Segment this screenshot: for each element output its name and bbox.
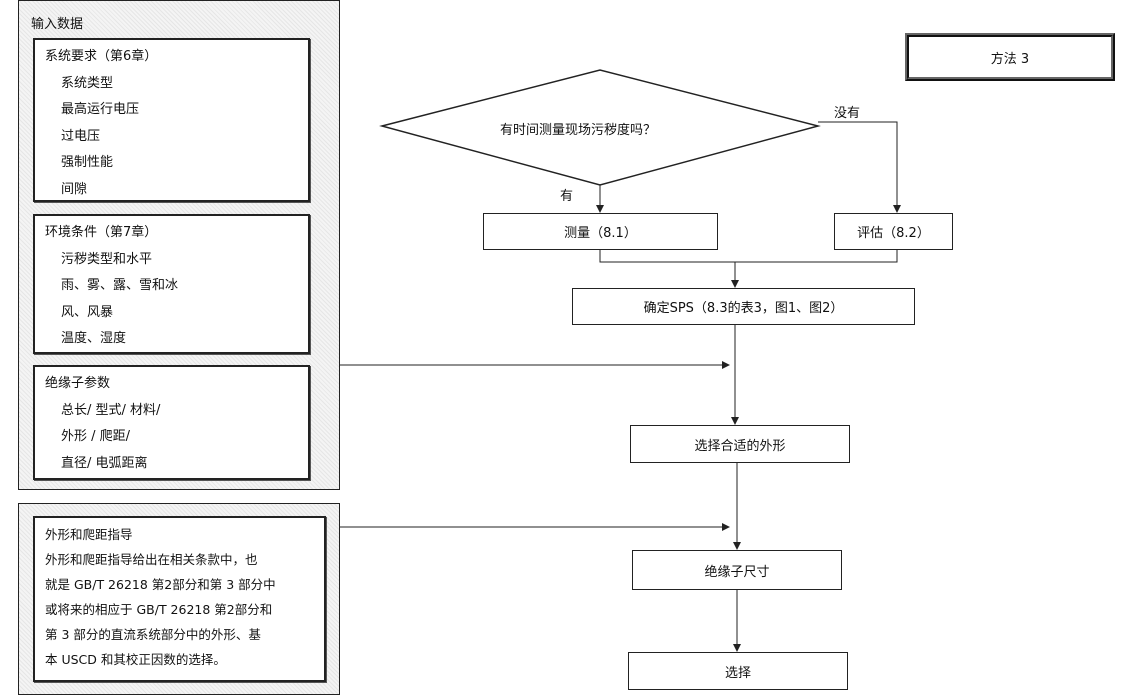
insulator-item: 外形 / 爬距/ <box>61 429 131 444</box>
guidance-box: 外形和爬距指导 外形和爬距指导给出在相关条款中，也 就是 GB/T 26218 … <box>33 516 326 682</box>
environment-item: 风、风暴 <box>61 304 114 320</box>
system-item: 间隙 <box>61 181 88 197</box>
profile-label: 选择合适的外形 <box>694 438 786 454</box>
select-box: 选择 <box>628 652 848 690</box>
sps-label: 确定SPS（8.3的表3，图1、图2） <box>643 301 844 316</box>
environment-item: 温度、湿度 <box>61 331 127 346</box>
environment-item: 雨、雾、露、雪和冰 <box>61 278 179 293</box>
system-item: 最高运行电压 <box>61 102 140 117</box>
decision-question: 有时间测量现场污秽度吗？ <box>500 123 657 138</box>
system-item: 过电压 <box>61 128 101 144</box>
decision-no-label: 没有 <box>834 106 861 121</box>
environment-heading: 环境条件（第7章） <box>45 225 158 240</box>
size-label: 绝缘子尺寸 <box>704 564 770 580</box>
insulator-heading: 绝缘子参数 <box>45 376 111 391</box>
environment-item: 污秽类型和水平 <box>61 251 153 267</box>
guidance-line: 就是 GB/T 26218 第2部分和第 3 部分中 <box>45 577 276 592</box>
system-item: 系统类型 <box>61 75 114 91</box>
insulator-item: 直径/ 电弧距离 <box>61 455 148 471</box>
profile-box: 选择合适的外形 <box>630 425 850 463</box>
environment-box: 环境条件（第7章） 污秽类型和水平 雨、雾、露、雪和冰 风、风暴 温度、湿度 <box>33 214 310 354</box>
merge-line <box>599 249 898 263</box>
guidance-line: 或将来的相应于 GB/T 26218 第2部分和 <box>45 602 273 617</box>
input-data-panel: 输入数据 系统要求（第6章） 系统类型 最高运行电压 过电压 强制性能 间隙 环… <box>18 0 340 490</box>
insulator-item: 总长/ 型式/ 材料/ <box>61 402 161 418</box>
size-box: 绝缘子尺寸 <box>632 550 842 590</box>
guidance-line: 本 USCD 和其校正因数的选择。 <box>45 652 226 667</box>
method-title-box: 方法 3 <box>905 33 1115 81</box>
measure-label: 测量（8.1） <box>564 226 637 241</box>
estimate-label: 评估（8.2） <box>857 226 930 241</box>
sps-box: 确定SPS（8.3的表3，图1、图2） <box>572 288 915 325</box>
select-label: 选择 <box>724 665 751 681</box>
input-data-title: 输入数据 <box>31 17 84 32</box>
method-title: 方法 3 <box>990 51 1030 67</box>
system-item: 强制性能 <box>61 155 114 170</box>
decision-yes-label: 有 <box>560 189 574 204</box>
guidance-heading: 外形和爬距指导 <box>45 527 133 542</box>
insulator-parameters-box: 绝缘子参数 总长/ 型式/ 材料/ 外形 / 爬距/ 直径/ 电弧距离 <box>33 365 310 480</box>
measure-box: 测量（8.1） <box>483 213 718 250</box>
system-requirements-box: 系统要求（第6章） 系统类型 最高运行电压 过电压 强制性能 间隙 <box>33 38 310 202</box>
no-branch-line <box>818 121 901 213</box>
decision-diamond <box>379 69 821 186</box>
guidance-line: 第 3 部分的直流系统部分中的外形、基 <box>45 627 261 642</box>
system-heading: 系统要求（第6章） <box>45 49 158 64</box>
estimate-box: 评估（8.2） <box>834 213 953 250</box>
guidance-line: 外形和爬距指导给出在相关条款中，也 <box>45 552 258 567</box>
guidance-panel: 外形和爬距指导 外形和爬距指导给出在相关条款中，也 就是 GB/T 26218 … <box>18 503 340 695</box>
